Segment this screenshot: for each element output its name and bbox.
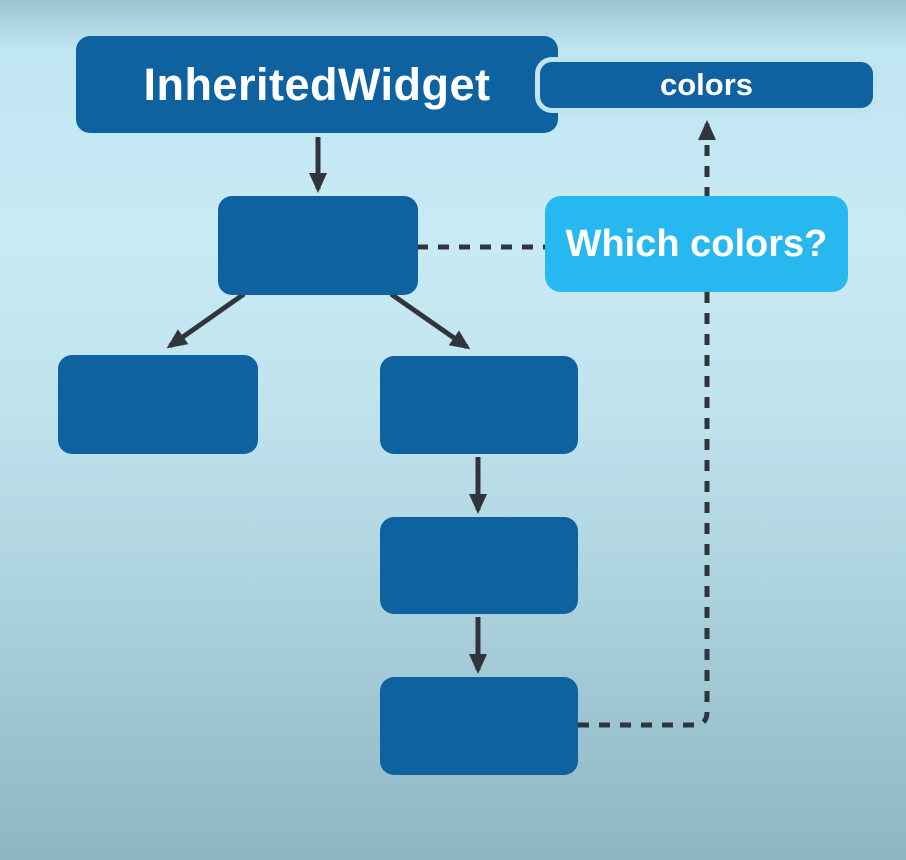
colors-pill: colors bbox=[535, 57, 878, 113]
grandchild-left-node bbox=[58, 355, 258, 454]
arrow-child-to-grandchild-left bbox=[166, 291, 246, 349]
inherited-widget-node: InheritedWidget bbox=[76, 36, 558, 133]
child-node bbox=[218, 196, 418, 295]
arrow-child-to-grandchild-right bbox=[389, 291, 471, 350]
colors-pill-label: colors bbox=[659, 67, 754, 102]
leaf-node bbox=[380, 677, 578, 775]
great-grandchild-node bbox=[380, 517, 578, 614]
which-colors-bubble: Which colors? bbox=[545, 196, 848, 292]
inherited-widget-label: InheritedWidget bbox=[143, 58, 491, 110]
which-colors-label: Which colors? bbox=[565, 222, 828, 265]
dashed-arrow-leaf-to-colors-pill bbox=[578, 120, 716, 728]
grandchild-right-node bbox=[380, 356, 578, 454]
